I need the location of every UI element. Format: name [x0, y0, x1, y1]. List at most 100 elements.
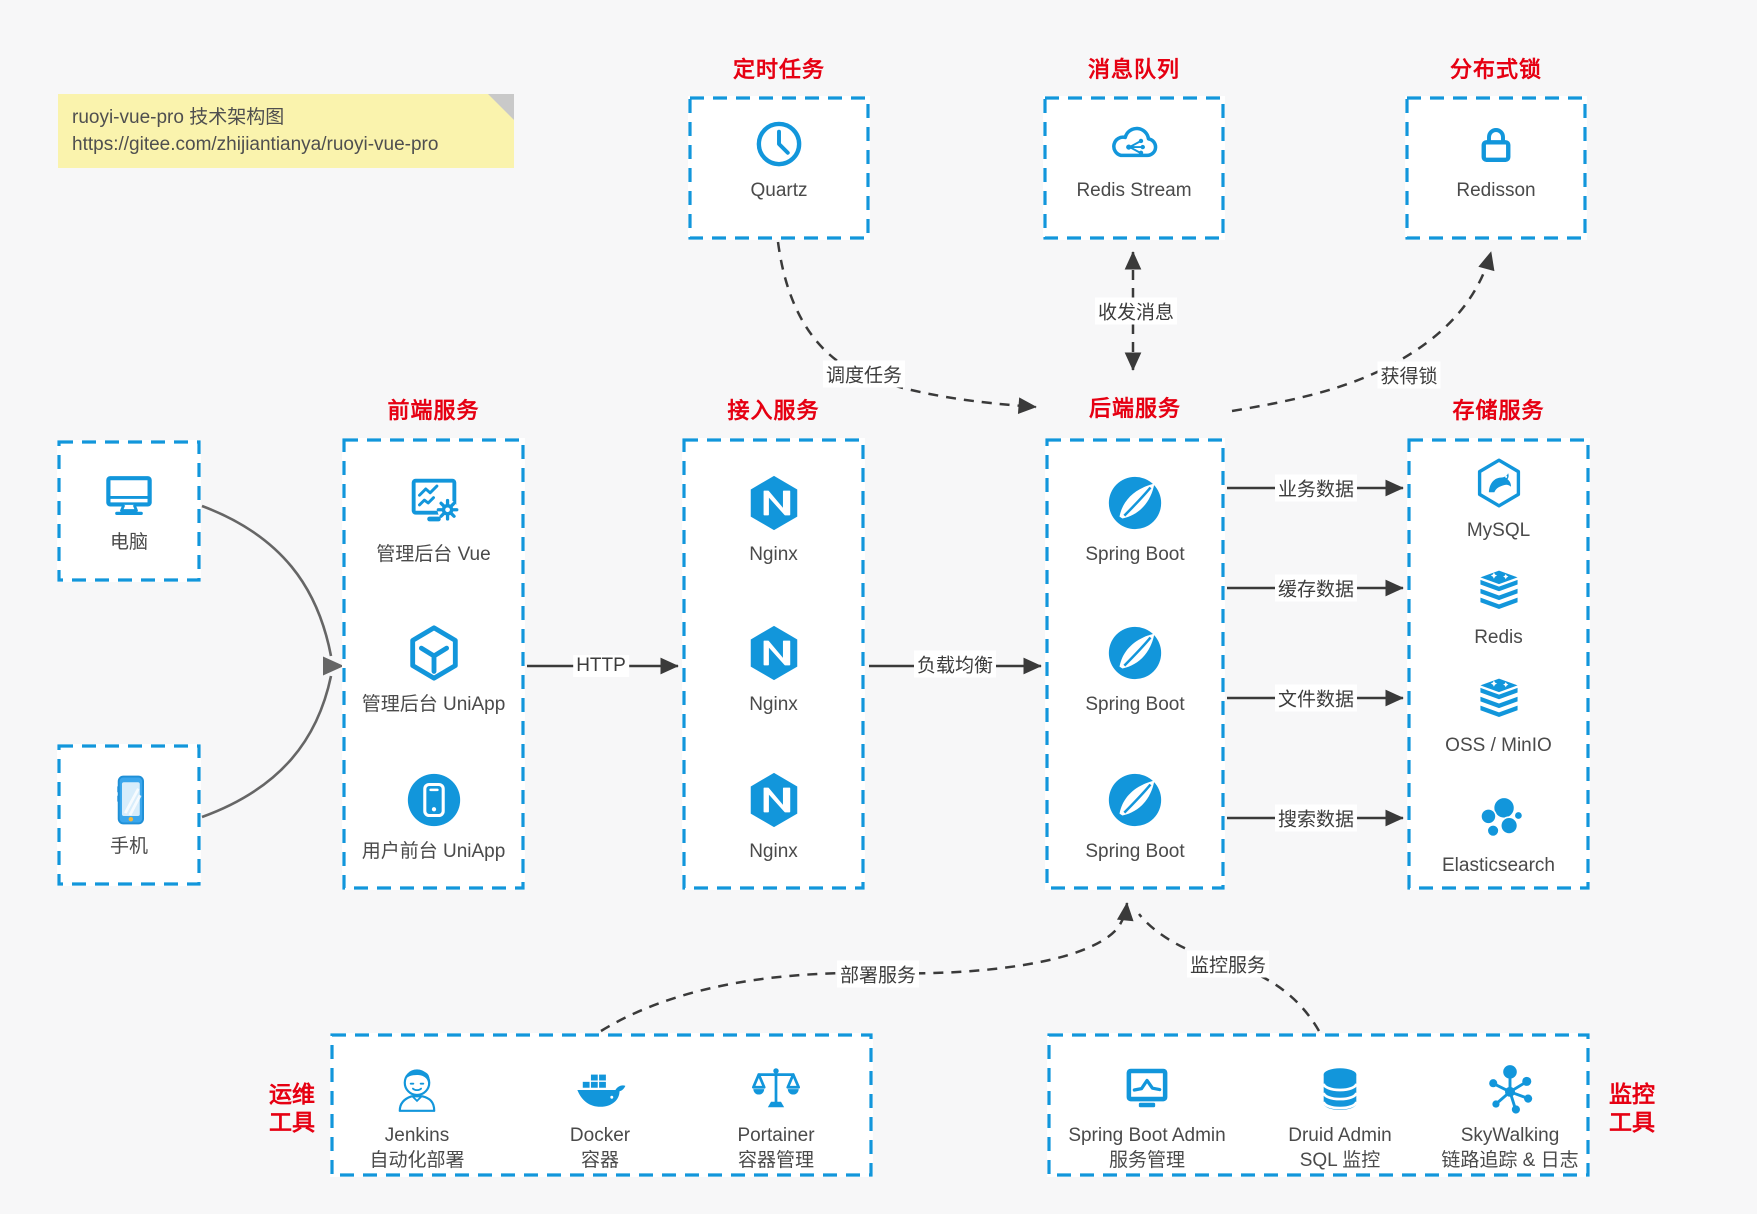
node-sublabel-docker: 容器	[580, 1150, 619, 1171]
sticky-note: ruoyi-vue-pro 技术架构图 https://gitee.com/zh…	[58, 94, 514, 168]
node-spring-boot-2: Spring Boot	[1045, 622, 1225, 716]
edge-label-load-balance: 负载均衡	[913, 650, 997, 678]
node-docker: Docker 容器	[505, 1061, 695, 1173]
node-nginx-2: Nginx	[682, 622, 865, 716]
node-elasticsearch: Elasticsearch	[1407, 791, 1590, 877]
node-label-spring-boot-2: Spring Boot	[1085, 694, 1185, 715]
node-label-redisson: Redisson	[1456, 180, 1536, 201]
note-title: ruoyi-vue-pro 技术架构图	[72, 107, 285, 128]
user-app-icon	[403, 769, 465, 831]
quartz-clock-icon	[751, 116, 807, 172]
gateway-services-box: Nginx Nginx Nginx	[682, 438, 865, 890]
node-label-redis: Redis	[1474, 627, 1523, 648]
note-fold-corner	[488, 94, 514, 120]
node-redis: Redis	[1407, 563, 1590, 649]
redis-stream-cloud-icon	[1106, 116, 1162, 172]
node-sublabel-druid-admin: SQL 监控	[1299, 1150, 1381, 1171]
node-label-druid-admin: Druid Admin	[1288, 1125, 1392, 1146]
spring-boot-icon	[1104, 622, 1166, 684]
note-url: https://gitee.com/zhijiantianya/ruoyi-vu…	[72, 134, 439, 155]
nginx-icon	[743, 769, 805, 831]
jenkins-icon	[388, 1061, 446, 1119]
node-nginx-3: Nginx	[682, 769, 865, 863]
edge-mobile-to-frontend	[201, 675, 333, 819]
title-frontend-services: 前端服务	[387, 398, 480, 423]
mobile-phone-icon	[99, 770, 159, 830]
edge-label-cache-data: 缓存数据	[1274, 574, 1358, 602]
title-message-queue: 消息队列	[1087, 57, 1180, 82]
uniapp-cube-icon	[403, 622, 465, 684]
client-merge-arrowhead	[323, 656, 344, 676]
oss-minio-icon	[1472, 671, 1526, 725]
node-label-spring-boot-admin: Spring Boot Admin	[1068, 1125, 1226, 1146]
node-label-mobile: 手机	[109, 836, 148, 857]
node-oss-minio: OSS / MinIO	[1407, 671, 1590, 757]
node-label-elasticsearch: Elasticsearch	[1442, 855, 1555, 876]
node-skywalking: SkyWalking 链路追踪 & 日志	[1415, 1061, 1605, 1173]
node-spring-boot-1: Spring Boot	[1045, 472, 1225, 566]
node-quartz: Quartz	[688, 96, 870, 240]
edge-label-search-data: 搜索数据	[1274, 804, 1358, 832]
backend-services-box: Spring Boot Spring Boot Spring Boot	[1045, 438, 1225, 890]
node-sublabel-skywalking: 链路追踪 & 日志	[1441, 1150, 1579, 1171]
node-label-portainer: Portainer	[737, 1125, 815, 1146]
spring-boot-icon	[1104, 769, 1166, 831]
node-label-docker: Docker	[569, 1125, 631, 1146]
node-sublabel-portainer: 容器管理	[737, 1150, 814, 1171]
monitoring-tools-side-label: 监控 工具	[1609, 1081, 1655, 1135]
node-mysql: MySQL	[1407, 456, 1590, 542]
node-label-user-uniapp: 用户前台 UniApp	[361, 841, 506, 862]
node-label-pc: 电脑	[109, 532, 148, 553]
nginx-icon	[743, 472, 805, 534]
frontend-services-box: 管理后台 Vue 管理后台 UniApp 用户前台 UniApp	[342, 438, 525, 890]
elasticsearch-icon	[1472, 791, 1526, 845]
skywalking-icon	[1481, 1061, 1539, 1119]
node-label-spring-boot-1: Spring Boot	[1085, 544, 1185, 565]
node-label-skywalking: SkyWalking	[1460, 1125, 1560, 1146]
node-mobile-client: 手机	[57, 744, 201, 886]
node-nginx-1: Nginx	[682, 472, 865, 566]
node-label-oss-minio: OSS / MinIO	[1445, 735, 1552, 756]
edge-label-business-data: 业务数据	[1274, 474, 1358, 502]
node-user-uniapp: 用户前台 UniApp	[342, 769, 525, 863]
nginx-icon	[743, 622, 805, 684]
node-spring-boot-admin: Spring Boot Admin 服务管理	[1052, 1061, 1242, 1173]
node-label-admin-vue: 管理后台 Vue	[376, 544, 491, 565]
title-storage-services: 存储服务	[1452, 398, 1545, 423]
spring-boot-admin-icon	[1118, 1061, 1176, 1119]
node-pc-client: 电脑	[57, 440, 201, 582]
edge-label-http: HTTP	[573, 655, 629, 677]
node-redis-stream: Redis Stream	[1043, 96, 1225, 240]
title-distributed-lock: 分布式锁	[1449, 57, 1542, 82]
mysql-icon	[1472, 456, 1526, 510]
title-gateway-services: 接入服务	[727, 398, 820, 423]
node-label-nginx-2: Nginx	[749, 694, 798, 715]
node-portainer: Portainer 容器管理	[681, 1061, 871, 1173]
edge-pc-to-frontend	[201, 504, 333, 657]
redisson-lock-icon	[1468, 116, 1524, 172]
desktop-icon	[99, 466, 159, 526]
redis-icon	[1472, 563, 1526, 617]
node-sublabel-spring-boot-admin: 服务管理	[1108, 1150, 1185, 1171]
edge-label-file-data: 文件数据	[1274, 684, 1358, 712]
title-scheduled-task: 定时任务	[732, 57, 825, 82]
node-label-spring-boot-3: Spring Boot	[1085, 841, 1185, 862]
storage-services-box: MySQL Redis OSS / MinIO Elasticsearch	[1407, 438, 1590, 890]
spring-boot-icon	[1104, 472, 1166, 534]
title-backend-services: 后端服务	[1088, 396, 1181, 421]
edge-label-schedule-task: 调度任务	[822, 360, 906, 388]
arrow-schedule-task	[776, 241, 1037, 415]
node-redisson: Redisson	[1405, 96, 1587, 240]
edge-label-send-receive-message: 收发消息	[1094, 297, 1178, 325]
edge-label-monitor-service: 监控服务	[1186, 950, 1270, 978]
node-label-nginx-1: Nginx	[749, 544, 798, 565]
docker-icon	[571, 1061, 629, 1119]
edge-label-acquire-lock: 获得锁	[1377, 361, 1441, 389]
node-spring-boot-3: Spring Boot	[1045, 769, 1225, 863]
admin-dashboard-icon	[403, 472, 465, 534]
node-label-jenkins: Jenkins	[384, 1125, 450, 1146]
